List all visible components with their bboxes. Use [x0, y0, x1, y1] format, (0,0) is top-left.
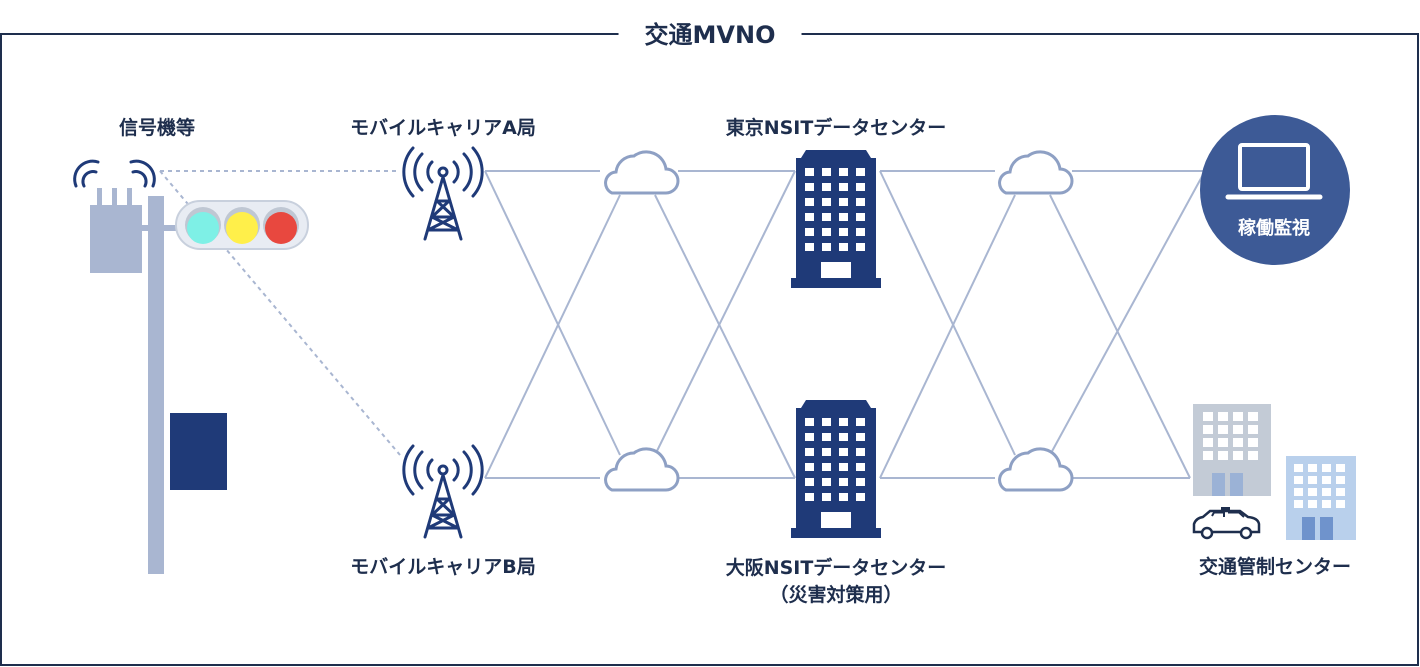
traffic-signal-pole: [90, 188, 227, 574]
building-icon-tokyo: [791, 150, 881, 288]
monitoring-node: [1200, 115, 1350, 265]
traffic-center-buildings: [1193, 404, 1356, 540]
building-icon-osaka: [791, 400, 881, 538]
antenna-tower-b-icon: [402, 444, 484, 539]
laptop-icon: [1225, 143, 1323, 200]
label-osaka-dc-sub: （災害対策用）: [769, 584, 903, 606]
label-carrier-a: モバイルキャリアA局: [350, 117, 536, 139]
pole: [148, 196, 164, 574]
label-traffic-center: 交通管制センター: [1198, 556, 1352, 578]
wifi-icon: [73, 159, 156, 188]
antenna-tower-a-icon: [402, 146, 484, 241]
cloud-icons: [604, 150, 1074, 492]
label-tokyo-dc: 東京NSITデータセンター: [725, 117, 947, 139]
label-monitoring: 稼働監視: [1238, 218, 1310, 239]
diagram-title: 交通MVNO: [618, 20, 802, 50]
police-car-icon: [1192, 507, 1261, 540]
cloud-icon: [998, 447, 1074, 492]
label-osaka-dc: 大阪NSITデータセンター: [725, 557, 947, 579]
cloud-icon: [998, 150, 1074, 195]
label-carrier-b: モバイルキャリアB局: [350, 556, 536, 578]
network-links: [484, 170, 1206, 479]
wireless-links: [159, 170, 401, 456]
cloud-icon: [604, 150, 680, 195]
controller-box: [90, 205, 142, 273]
cloud-icon: [604, 447, 680, 492]
traffic-light-icon: [175, 200, 309, 250]
label-signal: 信号機等: [118, 117, 196, 139]
cabinet: [170, 413, 227, 490]
